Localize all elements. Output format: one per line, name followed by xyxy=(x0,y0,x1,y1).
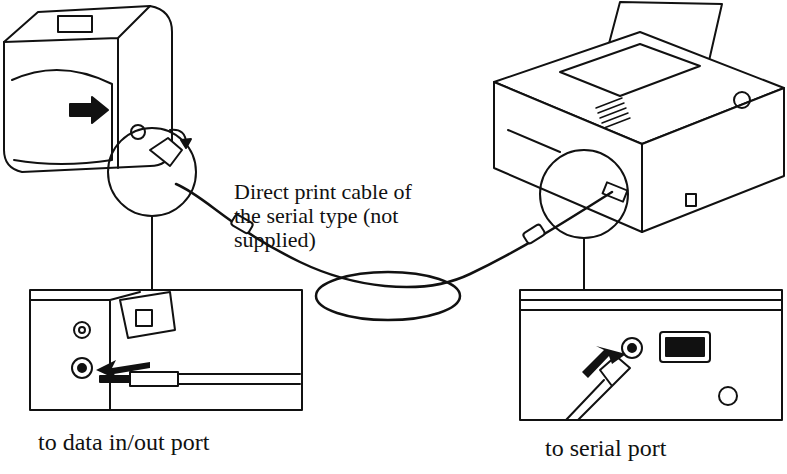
inset-port-square xyxy=(136,310,152,326)
printer-connector xyxy=(603,182,628,201)
camera xyxy=(4,6,191,172)
inset-jack-arrow xyxy=(96,360,150,381)
inset-plug-arrow xyxy=(582,346,626,378)
printer-inset-frame xyxy=(520,290,782,420)
camera-window xyxy=(58,16,92,32)
camera-top-edge xyxy=(4,6,150,168)
inset-connector-inner xyxy=(666,338,704,356)
inset-data-port xyxy=(72,358,92,378)
printer-button xyxy=(734,92,750,108)
inset-jack-body xyxy=(130,372,300,386)
port-label: to serial port xyxy=(545,436,775,462)
inset-data-port-inner xyxy=(78,364,86,372)
slide-arrow xyxy=(70,97,108,123)
printer-slot xyxy=(508,130,560,152)
port-label: to data in/out port xyxy=(38,430,338,456)
camera-inset-frame xyxy=(30,290,302,410)
ferrite-bead-right xyxy=(522,224,545,245)
printer-side-switch xyxy=(686,194,696,206)
printer-detail-circle xyxy=(540,150,628,238)
camera-detail-circle xyxy=(108,128,196,216)
inset-camera-edge xyxy=(30,292,140,410)
inset-port-upper-inner xyxy=(79,327,85,333)
printer-grille xyxy=(596,98,630,128)
port-flap xyxy=(150,138,182,166)
inset-round-socket xyxy=(719,387,737,405)
inset-port-upper xyxy=(74,322,90,338)
camera-leader xyxy=(151,216,153,290)
camera-inset xyxy=(30,290,302,410)
inset-flap xyxy=(120,292,175,338)
cable-loop xyxy=(316,272,460,320)
printer-leader xyxy=(583,238,585,290)
cable-note: Direct print cable of the serial type (n… xyxy=(234,180,430,251)
printer-right-face xyxy=(642,88,784,232)
camera-body xyxy=(4,6,172,172)
printer-left-face xyxy=(494,82,642,232)
inset-connector xyxy=(660,332,710,362)
camera-lens-cover xyxy=(12,70,112,164)
inset-printer-edge xyxy=(520,300,782,310)
inset-serial-port xyxy=(622,338,642,358)
printer-panel xyxy=(560,44,700,96)
inset-serial-port-inner xyxy=(628,344,636,352)
printer xyxy=(494,2,784,232)
printer-inset xyxy=(520,290,782,420)
